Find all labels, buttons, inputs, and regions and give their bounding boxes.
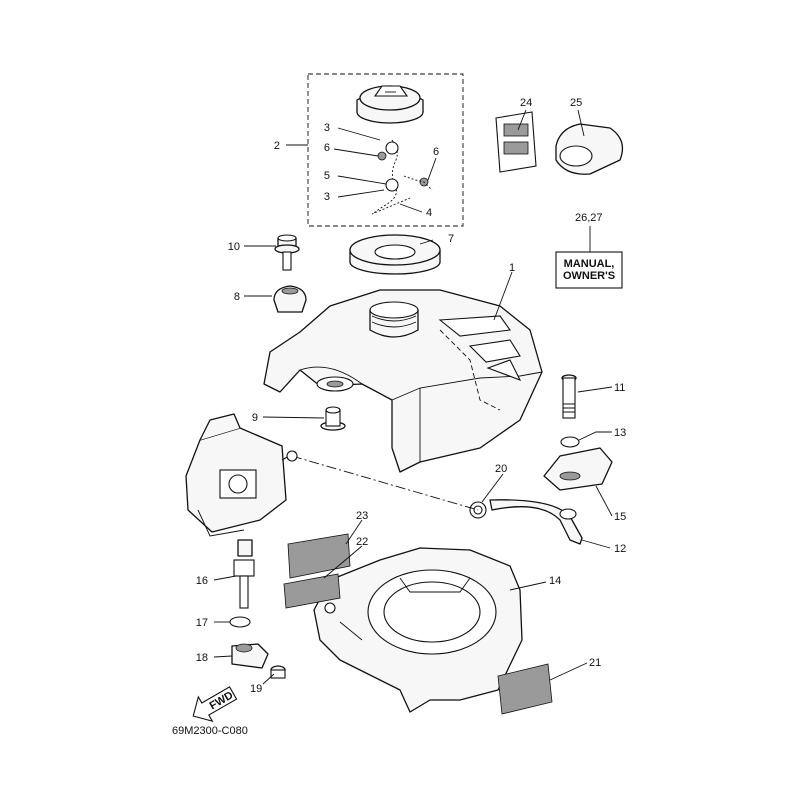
- label-23: 23: [356, 510, 368, 522]
- label-14: 14: [549, 575, 561, 587]
- label-24: 24: [520, 97, 532, 109]
- label-9: 9: [252, 412, 258, 424]
- label-4: 4: [426, 207, 432, 219]
- owners-manual: MANUAL, OWNER'S: [555, 251, 623, 289]
- label-17: 17: [196, 617, 208, 629]
- label-6b: 6: [433, 146, 439, 158]
- label-13: 13: [614, 427, 626, 439]
- bag-25: [555, 123, 624, 175]
- label-pack-24: [495, 111, 537, 173]
- label-21: 21: [589, 657, 601, 669]
- lever-16: [233, 539, 255, 609]
- label-8: 8: [234, 291, 240, 303]
- label-3b: 3: [324, 191, 330, 203]
- o-ring-17: [229, 616, 251, 628]
- label-15: 15: [614, 511, 626, 523]
- fuel-hose-12: [489, 499, 583, 545]
- leader-lines: [213, 109, 613, 685]
- manual-label-line1: MANUAL,: [564, 258, 615, 270]
- diagram-code: 69M2300-C080: [172, 725, 248, 737]
- decal-23: [287, 533, 351, 579]
- bracket-15: [543, 447, 613, 491]
- cap-assembly-box: [307, 73, 464, 227]
- label-6a: 6: [324, 142, 330, 154]
- tank-base-14: [313, 547, 523, 713]
- cap-tether-chain: [371, 139, 433, 215]
- label-5: 5: [324, 170, 330, 182]
- clamp-18: [231, 643, 269, 669]
- fwd-arrow-icon: FWD: [192, 686, 238, 722]
- label-1: 1: [509, 262, 515, 274]
- decal-21: [497, 663, 553, 715]
- bolt-10: [274, 234, 300, 271]
- fuel-tank: [263, 289, 543, 473]
- fwd-arrow-text: FWD: [208, 689, 236, 712]
- label-25: 25: [570, 97, 582, 109]
- label-16: 16: [196, 575, 208, 587]
- bolt-11: [561, 374, 577, 419]
- grommet-8: [273, 285, 307, 313]
- label-12: 12: [614, 543, 626, 555]
- label-3a: 3: [324, 122, 330, 134]
- label-18: 18: [196, 652, 208, 664]
- filler-seal-ring: [349, 234, 441, 275]
- carburetor: [185, 413, 298, 537]
- manual-label-line2: OWNER'S: [563, 270, 615, 282]
- label-20: 20: [495, 463, 507, 475]
- decal-22: [283, 573, 341, 609]
- fuel-cap: [356, 85, 424, 124]
- fuel-line-path: [291, 455, 479, 511]
- label-10: 10: [228, 241, 240, 253]
- label-26-27: 26,27: [575, 212, 603, 224]
- label-2: 2: [274, 140, 280, 152]
- label-11: 11: [614, 382, 625, 394]
- label-19: 19: [250, 683, 262, 695]
- label-22: 22: [356, 536, 368, 548]
- screw-19: [270, 665, 286, 679]
- label-7: 7: [448, 233, 454, 245]
- clip-13: [560, 431, 610, 448]
- collar-9: [320, 406, 346, 431]
